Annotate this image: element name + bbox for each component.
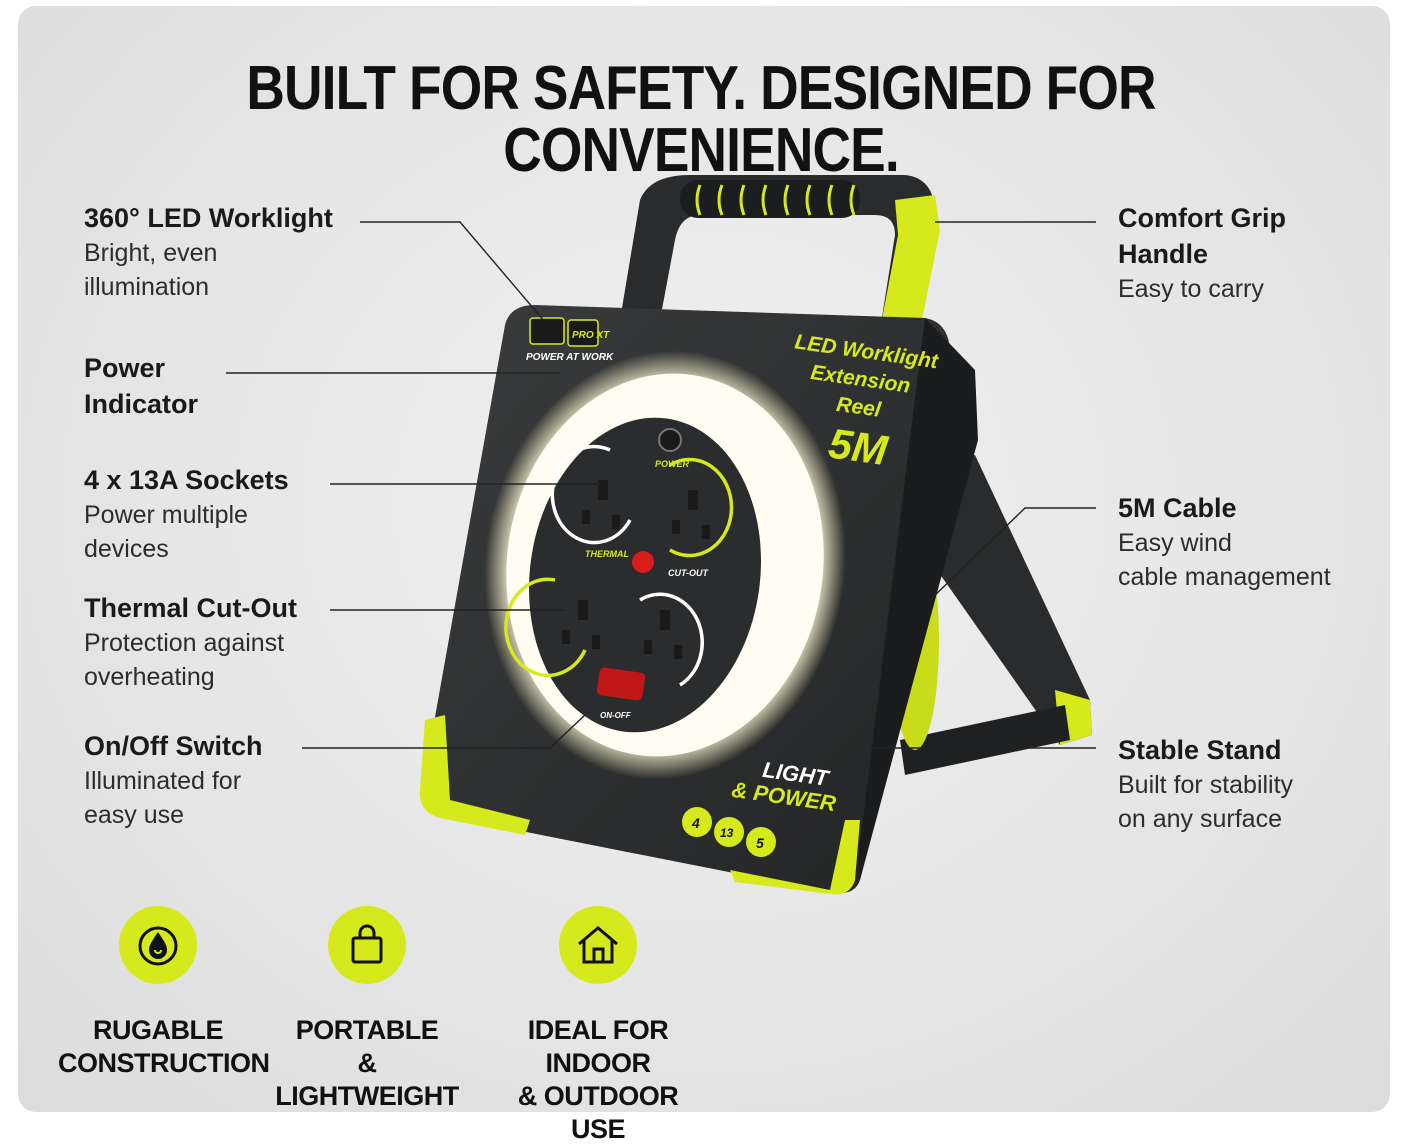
feature-desc: Built for stability on any surface bbox=[1118, 771, 1294, 833]
house-icon bbox=[559, 906, 637, 984]
power-label: POWER bbox=[655, 459, 690, 469]
spec-cable: 5 bbox=[756, 835, 764, 851]
cutout-label: CUT-OUT bbox=[668, 568, 709, 578]
feature-title: Stable Stand bbox=[1118, 735, 1282, 765]
feature-title: Power Indicator bbox=[84, 353, 199, 419]
badge-indoor-outdoor: IDEAL FOR INDOOR & OUTDOOR USE bbox=[498, 906, 698, 1146]
onoff-switch bbox=[596, 667, 646, 701]
spec-amps: 13 bbox=[720, 826, 734, 840]
feature-title: 4 x 13A Sockets bbox=[84, 465, 289, 495]
badge-label: RUGABLE CONSTRUCTION bbox=[58, 1015, 270, 1078]
handle bbox=[620, 175, 940, 340]
badge-rugged: RUGABLE CONSTRUCTION bbox=[58, 906, 270, 1080]
product-illustration: POWER THERMAL CUT-OUT ON-OFF PRO XT POWE… bbox=[226, 175, 1096, 895]
feature-desc: Bright, even illumination bbox=[84, 239, 218, 301]
badge-portable: PORTABLE & LIGHTWEIGHT bbox=[267, 906, 467, 1113]
onoff-label: ON-OFF bbox=[600, 711, 632, 720]
tagline: POWER AT WORK bbox=[526, 352, 614, 363]
thermal-cutout-button bbox=[632, 551, 654, 573]
feature-title: 5M Cable bbox=[1118, 493, 1237, 523]
badge-label: PORTABLE & LIGHTWEIGHT bbox=[275, 1015, 459, 1111]
feature-title: Comfort Grip Handle bbox=[1118, 203, 1286, 269]
feature-onoff-switch: On/Off Switch Illuminated for easy use bbox=[84, 728, 263, 832]
brand-logo: PRO XT bbox=[572, 330, 610, 341]
feature-desc: Protection against overheating bbox=[84, 629, 285, 691]
sockets bbox=[504, 444, 734, 687]
feature-title: Thermal Cut-Out bbox=[84, 593, 297, 623]
feature-desc: Illuminated for easy use bbox=[84, 767, 242, 829]
power-indicator-light bbox=[658, 428, 682, 452]
feature-cable: 5M Cable Easy wind cable management bbox=[1118, 490, 1331, 594]
feature-title: 360° LED Worklight bbox=[84, 203, 333, 233]
spec-badges: 4 13 5 bbox=[682, 807, 776, 857]
headline: BUILT FOR SAFETY. DESIGNED FOR CONVENIEN… bbox=[246, 54, 1156, 185]
feature-desc: Power multiple devices bbox=[84, 501, 248, 563]
socket-face bbox=[529, 417, 761, 733]
bag-icon bbox=[328, 906, 406, 984]
feature-desc: Easy to carry bbox=[1118, 275, 1264, 303]
thermal-label: THERMAL bbox=[585, 549, 629, 559]
drop-icon bbox=[119, 906, 197, 984]
stand bbox=[900, 455, 1092, 775]
feature-thermal-cutout: Thermal Cut-Out Protection against overh… bbox=[84, 590, 297, 694]
badge-label: IDEAL FOR INDOOR & OUTDOOR USE bbox=[517, 1015, 679, 1144]
corner-bumper-right bbox=[730, 820, 860, 895]
feature-stable-stand: Stable Stand Built for stability on any … bbox=[1118, 732, 1293, 836]
feature-sockets: 4 x 13A Sockets Power multiple devices bbox=[84, 462, 289, 566]
feature-desc: Easy wind cable management bbox=[1118, 529, 1331, 591]
feature-led-worklight: 360° LED Worklight Bright, even illumina… bbox=[84, 200, 333, 304]
product-length: 5M bbox=[826, 419, 891, 474]
feature-comfort-grip: Comfort Grip Handle Easy to carry bbox=[1118, 200, 1286, 306]
corner-bumper-left bbox=[419, 715, 530, 835]
feature-power-indicator: Power Indicator bbox=[84, 350, 198, 422]
leader-lines bbox=[226, 221, 1096, 749]
spec-sockets: 4 bbox=[691, 815, 700, 831]
brand-logo-box bbox=[529, 317, 565, 345]
feature-title: On/Off Switch bbox=[84, 731, 263, 761]
